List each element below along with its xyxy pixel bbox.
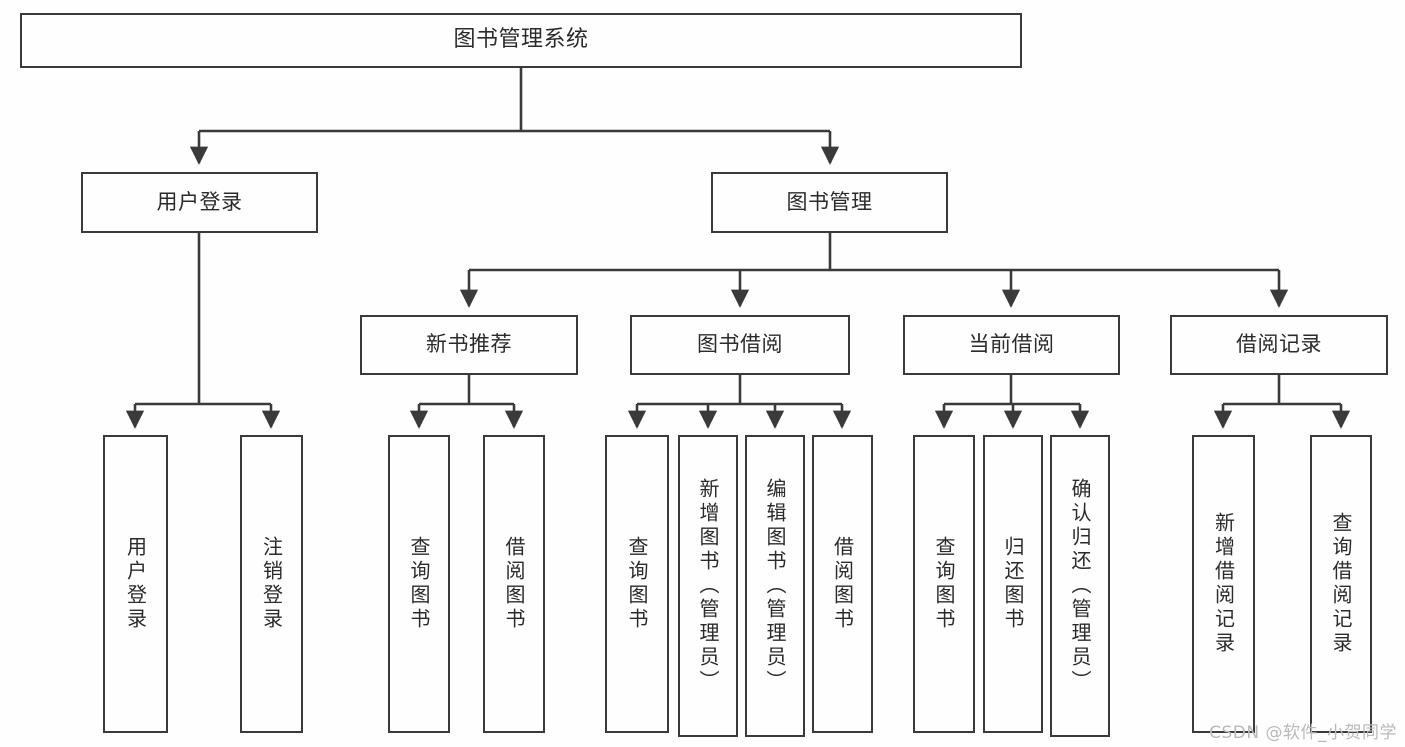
node-root[interactable]: 图书管理系统 xyxy=(20,13,1022,68)
node-leaf-query-book-2-label: 查询图书 xyxy=(625,536,649,632)
node-leaf-query-book-2[interactable]: 查询图书 xyxy=(605,435,669,733)
node-leaf-query-book-1-label: 查询图书 xyxy=(407,536,431,632)
node-leaf-edit-book-label: 编辑图书（管理员） xyxy=(763,478,787,694)
node-leaf-query-record-label: 查询借阅记录 xyxy=(1329,512,1353,656)
node-book-manage-label: 图书管理 xyxy=(786,189,873,214)
node-leaf-borrow-book-1-label: 借阅图书 xyxy=(502,536,526,632)
node-leaf-user-logout-label: 注销登录 xyxy=(259,536,284,632)
node-user-login-label: 用户登录 xyxy=(156,189,243,214)
node-user-login[interactable]: 用户登录 xyxy=(81,172,318,233)
node-leaf-query-book-3[interactable]: 查询图书 xyxy=(913,435,975,733)
node-leaf-borrow-book-2[interactable]: 借阅图书 xyxy=(812,435,873,733)
node-leaf-add-book-label: 新增图书（管理员） xyxy=(696,478,720,694)
node-current-borrow[interactable]: 当前借阅 xyxy=(903,315,1120,375)
node-leaf-add-record[interactable]: 新增借阅记录 xyxy=(1192,435,1255,733)
node-leaf-add-book[interactable]: 新增图书（管理员） xyxy=(678,435,738,737)
node-book-borrow[interactable]: 图书借阅 xyxy=(630,315,850,375)
node-leaf-return-book[interactable]: 归还图书 xyxy=(983,435,1043,733)
node-leaf-confirm-return-label: 确认归还（管理员） xyxy=(1068,478,1092,694)
csdn-watermark: CSDN @软件_小贺同学 xyxy=(1209,723,1397,743)
node-borrow-record-label: 借阅记录 xyxy=(1236,332,1322,357)
node-new-book-recommend[interactable]: 新书推荐 xyxy=(360,315,578,375)
node-leaf-confirm-return[interactable]: 确认归还（管理员） xyxy=(1050,435,1110,737)
node-leaf-query-record[interactable]: 查询借阅记录 xyxy=(1310,435,1372,733)
node-book-manage[interactable]: 图书管理 xyxy=(711,172,948,233)
node-leaf-return-book-label: 归还图书 xyxy=(1001,536,1025,632)
node-new-book-recommend-label: 新书推荐 xyxy=(426,332,512,357)
node-leaf-borrow-book-1[interactable]: 借阅图书 xyxy=(483,435,545,733)
node-leaf-user-login-label: 用户登录 xyxy=(123,536,148,632)
node-leaf-query-book-3-label: 查询图书 xyxy=(932,536,956,632)
node-leaf-query-book-1[interactable]: 查询图书 xyxy=(388,435,450,733)
node-root-label: 图书管理系统 xyxy=(453,27,589,53)
node-current-borrow-label: 当前借阅 xyxy=(968,332,1055,357)
node-leaf-add-record-label: 新增借阅记录 xyxy=(1211,512,1236,656)
node-leaf-user-logout[interactable]: 注销登录 xyxy=(240,435,303,733)
node-leaf-user-login[interactable]: 用户登录 xyxy=(103,435,168,733)
node-leaf-edit-book[interactable]: 编辑图书（管理员） xyxy=(745,435,805,737)
node-leaf-borrow-book-2-label: 借阅图书 xyxy=(830,536,855,632)
node-book-borrow-label: 图书借阅 xyxy=(697,332,783,357)
node-borrow-record[interactable]: 借阅记录 xyxy=(1170,315,1388,375)
